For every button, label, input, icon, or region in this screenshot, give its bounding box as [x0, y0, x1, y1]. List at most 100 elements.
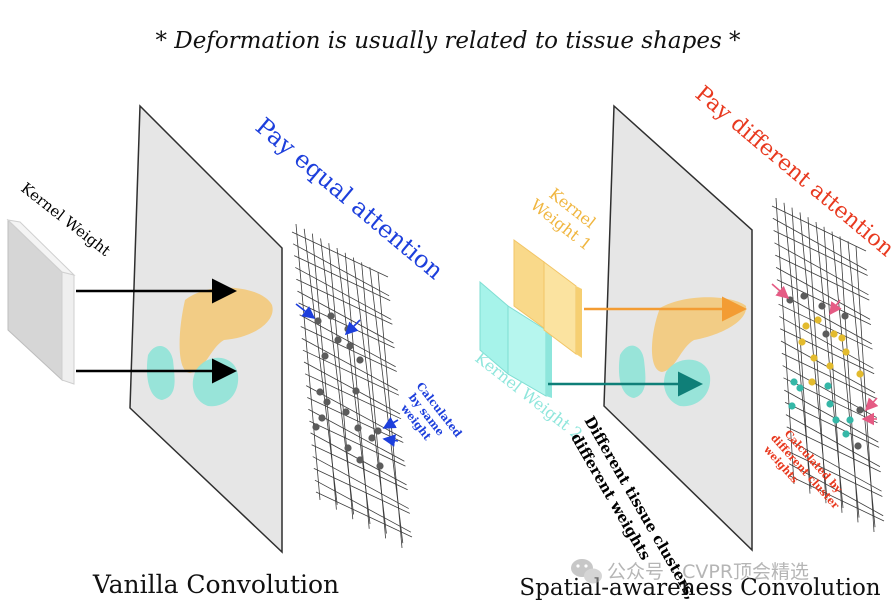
grid-line	[772, 217, 868, 271]
sample-dot	[368, 434, 376, 442]
sample-dot	[854, 442, 862, 450]
sample-dot	[327, 312, 335, 320]
sample-dot	[842, 430, 850, 438]
grid-line	[779, 316, 874, 369]
diff-pointer-arrow-3	[864, 397, 879, 412]
grid-line	[787, 438, 882, 492]
grid-line	[302, 349, 400, 396]
grid-line	[301, 338, 399, 391]
sample-dot	[814, 316, 822, 324]
sample-dot	[810, 354, 818, 362]
grid-line	[807, 217, 827, 504]
grid-line	[771, 205, 867, 252]
grid-line	[774, 242, 869, 296]
grid-line	[294, 255, 391, 301]
sample-dot	[356, 356, 364, 364]
right-panel: Kernel Weight 1 Kernel Weight 2 Pay diff…	[472, 81, 895, 602]
grid-line	[291, 231, 389, 278]
grid-line	[295, 223, 321, 501]
sample-dot	[790, 378, 798, 386]
grid-line	[775, 197, 795, 485]
vanilla-title: Vanilla Convolution	[92, 570, 339, 599]
grid-line	[296, 278, 393, 325]
grid-line	[292, 243, 390, 297]
sample-dot	[321, 352, 329, 360]
grid-line	[791, 207, 811, 494]
sample-dot	[818, 302, 826, 310]
sample-dot	[798, 338, 806, 346]
sample-dot	[314, 317, 322, 325]
sample-dot	[346, 342, 354, 350]
grid-line	[780, 328, 875, 375]
sample-dot	[344, 444, 352, 452]
sample-dot	[826, 362, 834, 370]
left-panel: Kernel Weight Pay equal attention Calcul…	[6, 104, 465, 599]
diff-pointer-arrow-1	[771, 283, 790, 300]
diff-pointer-arrow-2	[829, 299, 842, 316]
sample-dot	[316, 388, 324, 396]
sample-dot	[822, 330, 830, 338]
svg-text:公众号 · CVPR顶会精选: 公众号 · CVPR顶会精选	[607, 561, 809, 583]
sample-dot	[826, 400, 834, 408]
grid-line	[361, 262, 386, 539]
grid-line	[311, 444, 408, 491]
sample-dot	[842, 348, 850, 356]
grid-line	[299, 314, 396, 368]
grid-line	[781, 352, 876, 399]
sampling-grid	[291, 223, 413, 549]
sample-dot	[788, 402, 796, 410]
sample-dot	[796, 384, 804, 392]
grid-line	[303, 361, 401, 415]
sample-dot	[846, 416, 854, 424]
watermark: 公众号 · CVPR顶会精选	[571, 559, 809, 584]
sample-dot	[342, 408, 350, 416]
kernel1-label: Kernel Weight 1	[527, 179, 608, 254]
sample-dot	[824, 382, 832, 390]
equal-pointer-arrow-1	[295, 303, 316, 319]
sample-dot	[354, 424, 362, 432]
kernel-block-2	[479, 280, 552, 398]
sample-dot	[312, 423, 320, 431]
header-caption: * Deformation is usually related to tiss…	[155, 28, 741, 54]
grid-line	[839, 236, 859, 523]
sample-dot	[838, 334, 846, 342]
sample-dot	[323, 398, 331, 406]
kernel-block-1	[513, 239, 582, 358]
sampling-grid-right	[771, 197, 885, 533]
grid-line	[786, 426, 881, 473]
grid-line	[788, 463, 884, 517]
equal-pointer-arrow-2	[344, 319, 361, 336]
sample-dot	[830, 330, 838, 338]
spatial-title: Spatial-awareness Convolution	[519, 575, 880, 601]
grid-line	[773, 230, 868, 276]
wechat-icon	[571, 559, 602, 584]
sample-dot	[318, 414, 326, 422]
sampling-dots	[312, 312, 384, 470]
sample-dot	[856, 406, 864, 414]
sampling-dots-right	[786, 292, 864, 450]
tissue-blob-orange	[179, 287, 273, 373]
grid-line	[823, 226, 843, 513]
grid-line	[312, 456, 409, 509]
sample-dot	[352, 387, 360, 395]
sample-dot	[334, 336, 342, 344]
sample-dot	[356, 456, 364, 464]
sample-dot	[374, 427, 382, 435]
grid-line	[309, 420, 406, 467]
sample-dot	[800, 292, 808, 300]
kernel-block	[6, 218, 76, 385]
sample-dot	[808, 378, 816, 386]
grid-line	[312, 233, 337, 510]
grid-line	[314, 479, 412, 533]
grid-line	[775, 254, 870, 301]
sample-dot	[376, 462, 384, 470]
sample-dot	[832, 416, 840, 424]
grid-line	[784, 389, 879, 443]
grid-line	[789, 475, 885, 522]
same-weight-note: Calculated by same weight	[397, 380, 464, 444]
grid-line	[784, 402, 880, 448]
grid-line	[328, 243, 354, 520]
grid-line	[855, 245, 875, 533]
equal-pointer-arrow-3	[382, 416, 399, 429]
